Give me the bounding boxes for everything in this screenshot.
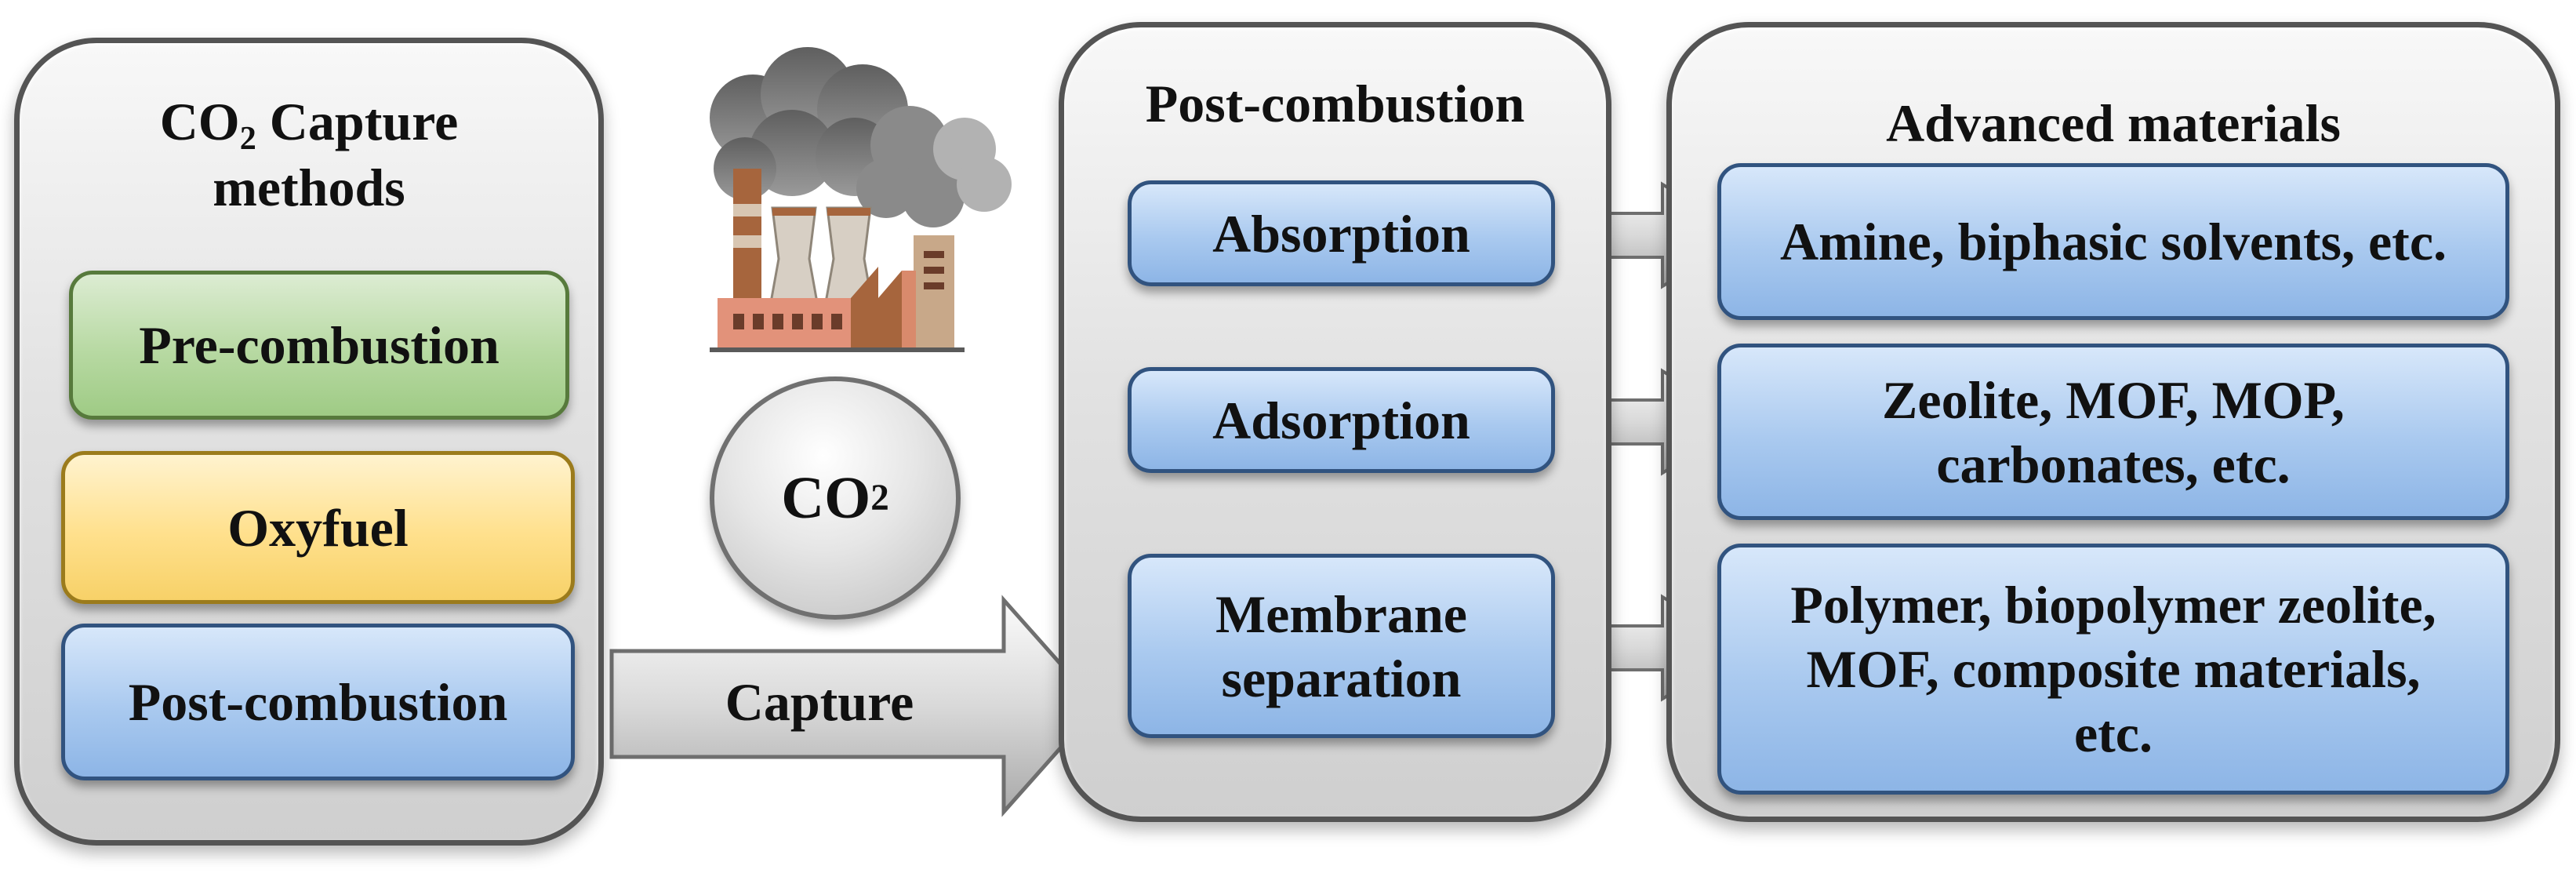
membrane-separation-box: Membrane separation	[1128, 554, 1555, 738]
post-combustion-method-box: Post-combustion	[61, 624, 575, 780]
absorption-label: Absorption	[1212, 203, 1470, 264]
title-co-text: CO	[159, 92, 240, 151]
co2-text: CO	[781, 464, 871, 531]
post-combustion-method-label: Post-combustion	[128, 672, 508, 732]
absorption-box: Absorption	[1128, 180, 1555, 286]
adsorbents-box: Zeolite, MOF, MOP, carbonates, etc.	[1717, 344, 2509, 520]
post-combustion-title: Post-combustion	[1145, 74, 1525, 133]
oxyfuel-box: Oxyfuel	[61, 451, 575, 604]
adsorbents-label: Zeolite, MOF, MOP, carbonates, etc.	[1882, 369, 2345, 494]
factory-icon	[710, 47, 1012, 352]
oxyfuel-label: Oxyfuel	[227, 497, 409, 558]
capture-label: Capture	[725, 672, 914, 732]
membrane-separation-label: Membrane separation	[1215, 584, 1467, 708]
title-capture-text: Capture	[256, 92, 459, 151]
title-methods-text: methods	[213, 158, 405, 217]
advanced-materials-title: Advanced materials	[1886, 93, 2341, 153]
adsorption-label: Adsorption	[1212, 390, 1470, 450]
adsorption-box: Adsorption	[1128, 367, 1555, 473]
pre-combustion-label: Pre-combustion	[139, 315, 500, 375]
solvents-box: Amine, biphasic solvents, etc.	[1717, 163, 2509, 320]
capture-arrow-icon	[609, 595, 1101, 817]
membrane-materials-box: Polymer, biopolymer zeolite, MOF, compos…	[1717, 544, 2509, 795]
title-subscript: 2	[239, 119, 256, 157]
membrane-materials-label: Polymer, biopolymer zeolite, MOF, compos…	[1790, 575, 2436, 763]
solvents-label: Amine, biphasic solvents, etc.	[1780, 212, 2447, 271]
capture-methods-title: CO2 Capture methods	[20, 89, 598, 220]
pre-combustion-box: Pre-combustion	[69, 271, 569, 420]
